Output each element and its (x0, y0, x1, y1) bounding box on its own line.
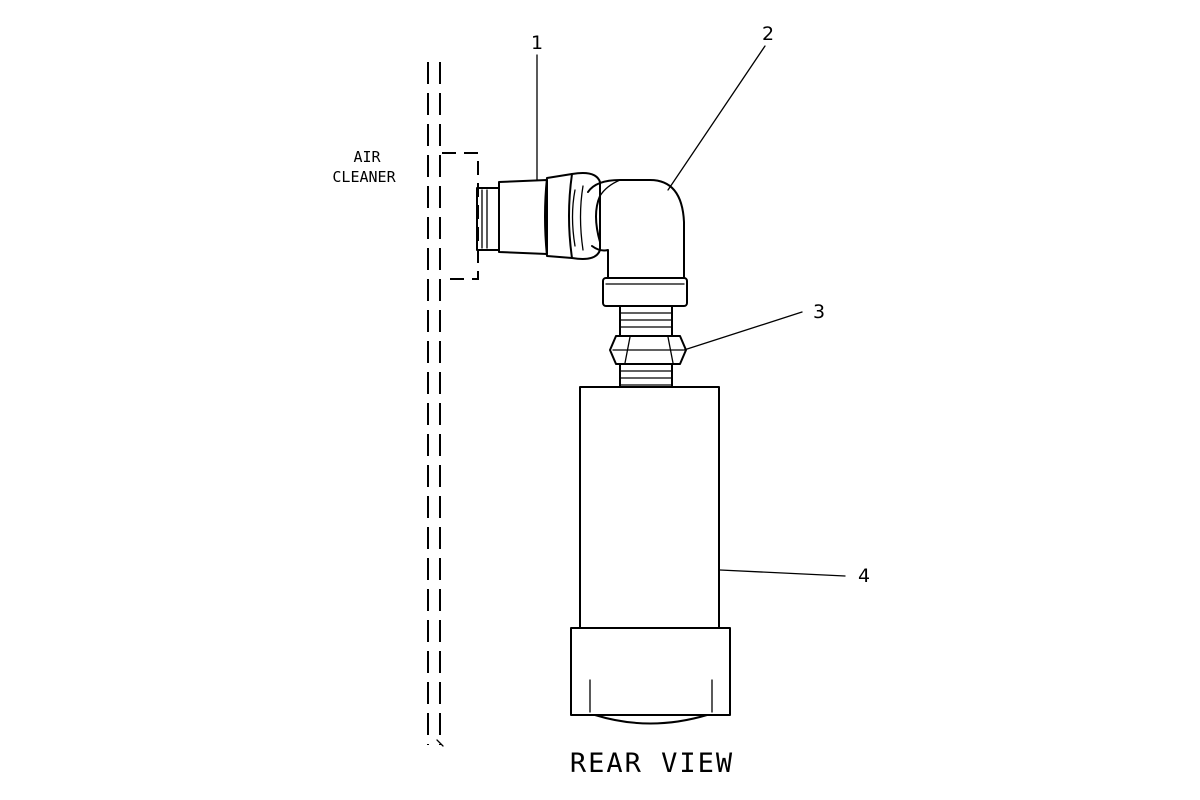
view-title: REAR VIEW (570, 748, 734, 779)
part-4-canister (570, 386, 731, 725)
air-cleaner-label-line1: AIR (353, 148, 381, 166)
leader-line-3 (683, 311, 803, 351)
callout-2: 2 (762, 23, 774, 45)
leader-lines (536, 45, 846, 577)
part-3-fitting (609, 305, 687, 388)
callout-1: 1 (531, 32, 543, 54)
callout-numbers: 1 2 3 4 (531, 23, 870, 587)
callout-3: 3 (813, 301, 825, 323)
part-1-adapter (476, 172, 601, 260)
leader-line-4 (719, 569, 846, 577)
air-cleaner-label-line2: CLEANER (332, 168, 396, 186)
wall-panel (427, 62, 444, 747)
air-cleaner-label: AIR CLEANER (332, 148, 396, 186)
callout-4: 4 (858, 565, 870, 587)
air-cleaner-outline (442, 152, 479, 280)
leader-line-2 (667, 45, 766, 191)
part-2-elbow (587, 179, 688, 307)
